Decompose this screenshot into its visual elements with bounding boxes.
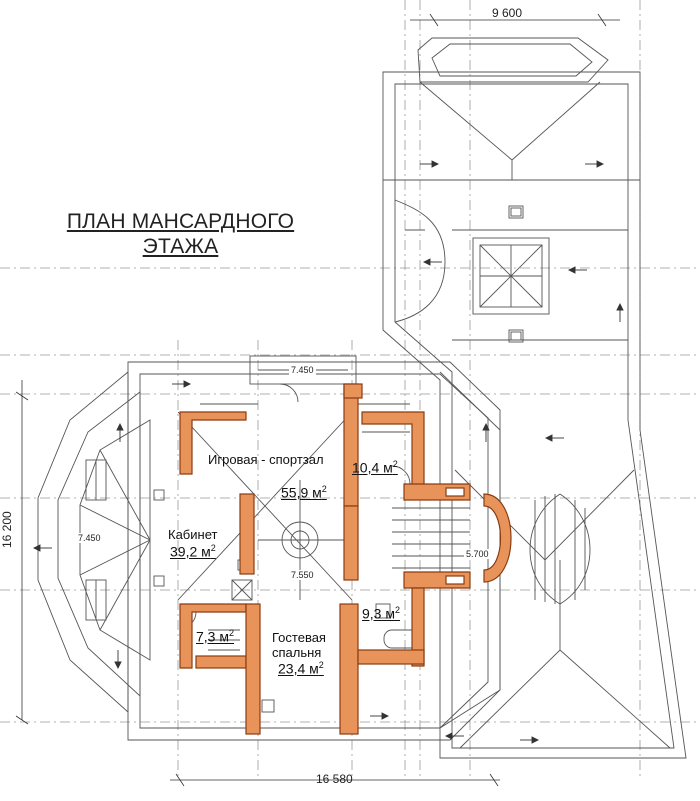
- level-mark-1: 7.450: [289, 365, 316, 375]
- plan-title-line1: ПЛАН МАНСАРДНОГО: [66, 210, 295, 233]
- level-mark-4: 5.700: [464, 549, 491, 559]
- room-area-guest: 23,4 м2: [278, 660, 324, 677]
- plan-title-line2: ЭТАЖА: [142, 235, 219, 258]
- room-name-office: Кабинет: [168, 527, 218, 542]
- walls: [179, 383, 512, 735]
- right-wing-roof: [382, 37, 687, 759]
- room-area-game: 55,9 м2: [281, 484, 327, 501]
- dimension-left: 16 200: [0, 511, 14, 548]
- dimension-bottom: 16 580: [316, 772, 353, 786]
- main-block: [127, 355, 501, 741]
- room-area-bath2: 9,3 м2: [362, 605, 400, 622]
- room-area-office: 39,2 м2: [170, 543, 216, 560]
- room-name-guest-line2: спальня: [272, 645, 322, 660]
- dimension-lines: [15, 13, 620, 787]
- level-mark-2: 7.450: [76, 533, 103, 543]
- level-mark-3: 7.550: [289, 570, 316, 580]
- room-area-bath3: 7,3 м2: [196, 628, 234, 645]
- room-name-guest-line1: Гостевая: [272, 630, 326, 645]
- slope-arrows: [32, 160, 624, 744]
- dimension-top: 9 600: [492, 6, 523, 20]
- room-name-game: Игровая - спортзал: [208, 452, 324, 467]
- room-area-bath1: 10,4 м2: [352, 459, 398, 476]
